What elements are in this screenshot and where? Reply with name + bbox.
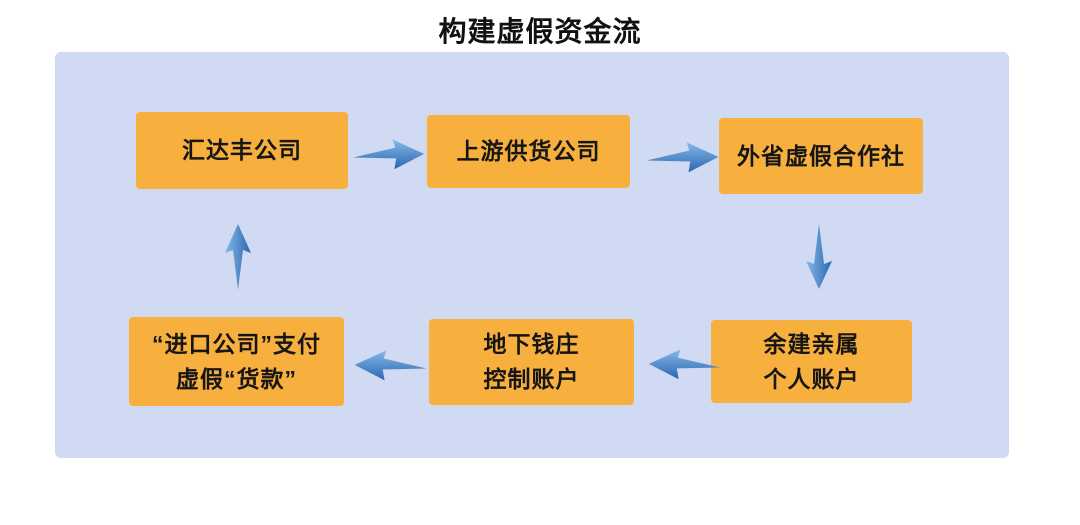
arrow-left-icon xyxy=(648,349,720,380)
diagram-title: 构建虚假资金流 xyxy=(438,16,642,47)
arrow-right-icon xyxy=(646,142,719,173)
arrow-up-icon xyxy=(225,224,251,290)
node-underground-bank-accounts: 地下钱庄 控制账户 xyxy=(429,319,634,405)
node-import-company-payment: “进口公司”支付 虚假“货款” xyxy=(129,317,344,406)
arrow-down-icon xyxy=(806,224,832,289)
node-label: 虚假“货款” xyxy=(176,365,297,392)
node-upstream-supplier-company: 上游供货公司 xyxy=(427,115,630,188)
node-label: 控制账户 xyxy=(483,366,580,392)
node-label: 上游供货公司 xyxy=(456,138,601,164)
node-yujian-relatives-accounts: 余建亲属 个人账户 xyxy=(711,320,912,403)
node-out-of-province-fake-coop: 外省虚假合作社 xyxy=(719,118,923,194)
node-huidafeng-company: 汇达丰公司 xyxy=(136,112,348,189)
arrow-right-icon xyxy=(353,139,425,170)
arrow-left-icon xyxy=(354,350,427,381)
node-label: 余建亲属 xyxy=(763,330,860,357)
node-label: “进口公司”支付 xyxy=(152,330,321,357)
node-label: 外省虚假合作社 xyxy=(737,142,905,169)
node-label: 个人账户 xyxy=(763,365,860,392)
node-label: 地下钱庄 xyxy=(483,331,580,357)
node-label: 汇达丰公司 xyxy=(182,137,302,163)
